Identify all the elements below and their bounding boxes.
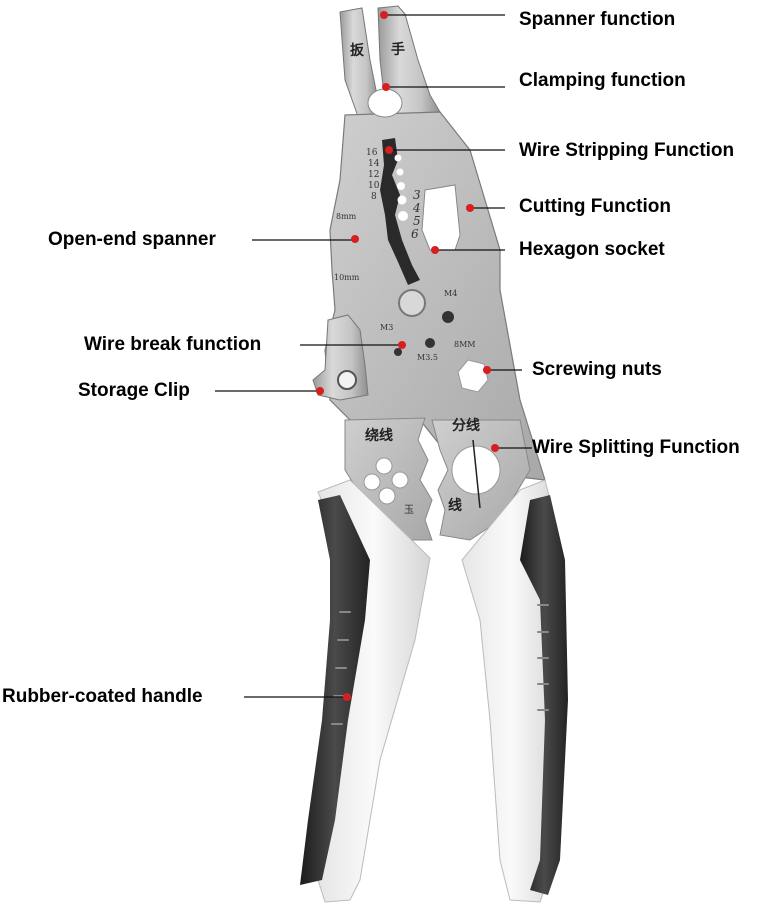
dot-wire-stripping	[385, 146, 393, 154]
dot-cutting	[466, 204, 474, 212]
label-wire-splitting-function: Wire Splitting Function	[532, 437, 740, 458]
engraving-splitting: 分线	[452, 417, 480, 434]
left-handle-rubber	[300, 495, 370, 885]
engraving-mark: 玉	[404, 505, 414, 516]
engraving-line: 线	[448, 497, 462, 514]
m4-hole	[442, 311, 454, 323]
engraving-m35: M3.5	[417, 353, 438, 362]
label-clamping-function: Clamping function	[519, 70, 686, 91]
hex-3: 3	[413, 188, 421, 202]
engraving-jaw-right: 手	[391, 41, 405, 58]
hex-5: 5	[413, 214, 421, 228]
dot-hexagon-socket	[431, 246, 439, 254]
awg-10: 10	[368, 181, 380, 191]
callout-dots	[316, 11, 499, 701]
dot-storage-clip	[316, 387, 324, 395]
dot-wire-splitting	[491, 444, 499, 452]
awg-12: 12	[368, 170, 379, 180]
pivot-bolt	[398, 289, 426, 317]
label-wire-break-function: Wire break function	[84, 334, 262, 355]
dot-rubber-handle	[343, 693, 351, 701]
hex-6: 6	[411, 227, 419, 241]
label-rubber-coated-handle: Rubber-coated handle	[2, 686, 203, 707]
m35-hole	[425, 338, 435, 348]
engraving-winding: 绕线	[365, 427, 393, 444]
leader-lines	[215, 14, 532, 698]
hex-nut-hole	[457, 359, 489, 393]
hexagon-socket-window	[421, 184, 461, 251]
dot-open-end-spanner	[351, 235, 359, 243]
dot-clamping-function	[382, 83, 390, 91]
label-storage-clip: Storage Clip	[78, 380, 190, 401]
stripping-slot	[380, 138, 420, 285]
label-spanner-function: Spanner function	[519, 9, 676, 30]
clamping-opening	[367, 88, 403, 118]
storage-clip-rivet	[337, 370, 357, 390]
label-cutting-function: Cutting Function	[519, 196, 671, 217]
winding-holes	[363, 457, 409, 505]
dot-spanner-function	[380, 11, 388, 19]
dot-screwing-nuts	[483, 366, 491, 374]
label-screwing-nuts: Screwing nuts	[532, 359, 662, 380]
label-hexagon-socket: Hexagon socket	[519, 239, 665, 260]
right-handle-rubber	[520, 495, 568, 895]
engraving-10mm: 10mm	[334, 273, 360, 282]
grip-ridges	[331, 604, 549, 725]
m3-hole	[394, 348, 402, 356]
engraving-jaw-left: 扳	[350, 42, 365, 59]
dot-wire-break	[398, 341, 406, 349]
engraving-m3: M3	[380, 323, 393, 332]
engraving-8mm-nut: 8MM	[454, 340, 475, 349]
label-wire-stripping-function: Wire Stripping Function	[519, 140, 735, 161]
awg-8: 8	[371, 192, 377, 202]
awg-14: 14	[368, 159, 380, 169]
hex-4: 4	[412, 201, 421, 215]
engraving-8mm: 8mm	[336, 212, 357, 221]
engraving-m4: M4	[444, 289, 457, 298]
label-open-end-spanner: Open-end spanner	[48, 229, 216, 250]
awg-16: 16	[366, 148, 378, 158]
